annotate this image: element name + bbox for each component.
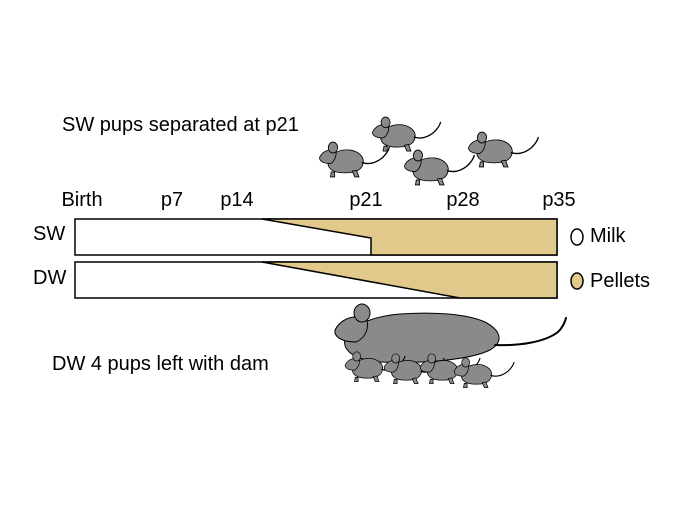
tick-p28: p28 — [446, 189, 480, 211]
tick-p14: p14 — [220, 189, 254, 211]
sw-caption: SW pups separated at p21 — [62, 114, 299, 136]
mouse-pup-icon — [318, 141, 390, 178]
legend-label-milk: Milk — [590, 225, 626, 247]
mouse-pup-icon — [371, 116, 442, 152]
tick-p7: p7 — [160, 189, 184, 211]
mouse-pup-icon — [467, 131, 539, 168]
legend-pellets-swatch — [570, 272, 584, 290]
dw-caption: DW 4 pups left with dam — [52, 353, 269, 375]
row-label-sw: SW — [33, 223, 66, 245]
legend-milk-swatch — [570, 228, 584, 246]
legend-label-pellets: Pellets — [590, 270, 651, 292]
mouse-dam-icon — [334, 303, 567, 363]
tick-p21: p21 — [349, 189, 383, 211]
mouse-pup-icon — [453, 357, 515, 389]
mouse-pup-icon — [403, 149, 475, 186]
row-label-dw: DW — [33, 267, 67, 289]
dw-pellet-region — [261, 261, 558, 299]
sw-pellet-region — [261, 218, 558, 256]
tick-birth: Birth — [61, 189, 103, 211]
tick-p35: p35 — [542, 189, 576, 211]
